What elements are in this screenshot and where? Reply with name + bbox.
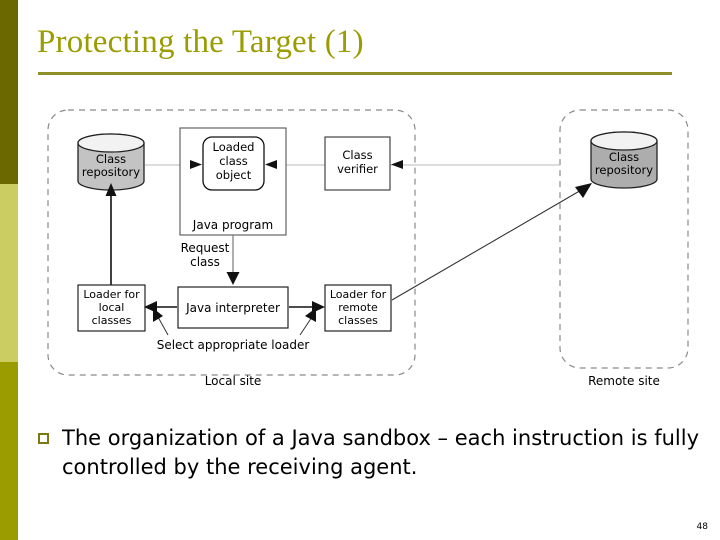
arrowhead-callout-left: [153, 308, 163, 322]
remote-site-boundary: [559, 109, 689, 369]
node-loader-remote-classes: Loader for remote classes: [324, 284, 392, 332]
edge-remote-loader-to-remote-repository: [391, 188, 584, 301]
sidebar-color-bar: [0, 0, 18, 540]
loader-local-label-1: Loader for: [83, 288, 140, 301]
loader-local-label-2: local: [99, 301, 125, 314]
title-divider: [38, 72, 672, 75]
request-class-label-2: class: [190, 255, 220, 269]
arrowhead-into-loaded-class-right: [265, 160, 277, 169]
body-text: The organization of a Java sandbox – eac…: [62, 426, 700, 479]
loader-local-label-3: classes: [92, 314, 132, 327]
arrowhead-callout-right: [305, 308, 316, 322]
node-local-class-repository: Class repository: [77, 133, 145, 191]
loader-remote-label-3: classes: [338, 314, 378, 327]
page-title: Protecting the Target (1): [37, 24, 364, 60]
remote-class-repository-label-2: repository: [595, 163, 653, 177]
body-bullet-item: The organization of a Java sandbox – eac…: [38, 424, 710, 482]
local-class-repository-label-1: Class: [96, 152, 126, 166]
class-verifier-label-2: verifier: [337, 162, 378, 176]
remote-site-caption: Remote site: [588, 374, 660, 388]
node-loaded-class-object: Loaded class object: [202, 136, 265, 191]
sidebar-band-top: [0, 0, 18, 184]
local-class-repository-label-2: repository: [82, 165, 140, 179]
arrowhead-remote-repository: [575, 183, 592, 198]
arrowhead-repository-up: [105, 183, 117, 196]
arrowhead-into-loaded-class-left: [190, 160, 202, 169]
node-remote-class-repository: Class repository: [590, 131, 658, 189]
callout-line-left: [157, 316, 169, 336]
java-sandbox-diagram: Class repository Java program Loaded cla…: [0, 95, 720, 395]
select-appropriate-loader-label: Select appropriate loader: [157, 338, 310, 352]
page-number: 48: [696, 522, 708, 532]
sidebar-band-bottom: [0, 362, 18, 540]
loaded-class-object-label-2: class: [219, 154, 248, 168]
request-class-label-1: Request: [181, 241, 230, 255]
arrowhead-request-class-down: [226, 272, 240, 285]
square-bullet-icon: [38, 433, 49, 444]
loader-remote-label-2: remote: [338, 301, 378, 314]
arrowhead-into-class-verifier: [391, 160, 403, 169]
loaded-class-object-label-1: Loaded: [213, 140, 255, 154]
node-class-verifier: Class verifier: [324, 136, 391, 191]
loaded-class-object-label-3: object: [216, 168, 252, 182]
loader-remote-label-1: Loader for: [330, 288, 387, 301]
sidebar-band-middle: [0, 184, 18, 362]
local-site-caption: Local site: [205, 374, 262, 388]
callout-line-right: [299, 316, 313, 336]
java-interpreter-label: Java interpreter: [185, 301, 280, 315]
node-java-interpreter: Java interpreter: [177, 286, 289, 329]
node-loader-local-classes: Loader for local classes: [77, 284, 146, 332]
java-program-label: Java program: [192, 218, 273, 232]
remote-class-repository-label-1: Class: [609, 150, 639, 164]
class-verifier-label-1: Class: [342, 148, 372, 162]
node-java-program: Java program: [179, 127, 287, 236]
